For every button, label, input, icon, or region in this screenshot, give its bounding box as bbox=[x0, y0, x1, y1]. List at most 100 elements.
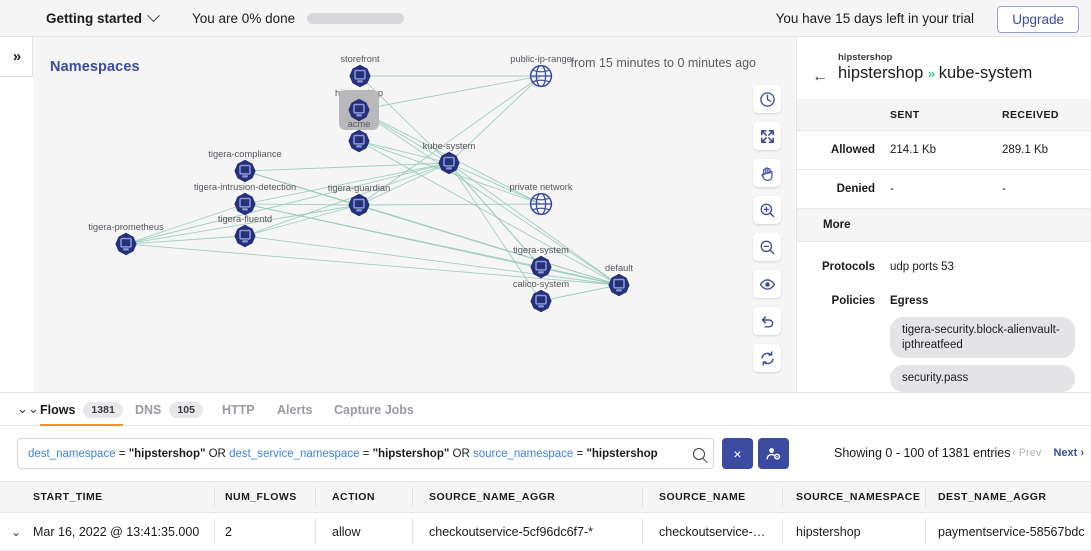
bottom-tabs[interactable]: ⌄⌄ Flows 1381 DNS 105 HTTP Alerts Capture Jobs bbox=[0, 393, 1091, 426]
undo-button[interactable] bbox=[753, 307, 781, 335]
tab-label: Flows bbox=[40, 402, 76, 417]
row-label: Allowed bbox=[830, 144, 875, 156]
graph-node-tigera-guardian[interactable] bbox=[347, 193, 371, 217]
detail-dest: kube-system bbox=[938, 64, 1033, 82]
upgrade-button[interactable]: Upgrade bbox=[997, 6, 1079, 33]
trial-notice: You have 15 days left in your trial bbox=[775, 10, 974, 26]
next-page-button[interactable]: Next › bbox=[1053, 447, 1085, 459]
eye-icon bbox=[759, 278, 775, 290]
graph-node-tigera-prometheus[interactable] bbox=[114, 232, 138, 256]
column-received: RECEIVED bbox=[1002, 108, 1059, 121]
tab-label: DNS bbox=[135, 402, 162, 417]
double-chevron-down-icon[interactable]: ⌄⌄ bbox=[17, 401, 39, 416]
flow-table-header: START_TIME NUM_FLOWS ACTION SOURCE_NAME_AGG… bbox=[0, 481, 1091, 513]
bottom-panel: ⌄⌄ Flows 1381 DNS 105 HTTP Alerts Capture Jobs… bbox=[0, 392, 1091, 551]
service-graph-panel[interactable]: Namespaces from 15 minutes to 0 minutes … bbox=[33, 37, 795, 392]
getting-started-menu[interactable]: Getting started bbox=[46, 8, 160, 26]
graph-node-hipstershop[interactable] bbox=[339, 90, 379, 130]
tab-count: 105 bbox=[169, 401, 203, 418]
showing-entries-label: Showing 0 - 100 of 1381 entries bbox=[834, 446, 1011, 460]
zoom-out-icon bbox=[760, 240, 774, 254]
pagination[interactable]: ‹ Prev Next › bbox=[1012, 447, 1084, 459]
protocols-key: Protocols bbox=[821, 261, 875, 273]
user-settings-button[interactable] bbox=[758, 438, 789, 469]
column-divider bbox=[412, 487, 413, 507]
eye-button[interactable] bbox=[753, 270, 781, 298]
tab-label: Capture Jobs bbox=[334, 402, 414, 417]
protocols-value: udp ports 53 bbox=[890, 261, 954, 273]
top-bar: Getting started You are 0% done You have… bbox=[0, 0, 1091, 37]
column-header-source-namespace[interactable]: SOURCE_NAMESPACE bbox=[796, 491, 921, 503]
tab-label: Alerts bbox=[277, 402, 313, 417]
search-icon[interactable] bbox=[693, 447, 705, 460]
prev-page-button[interactable]: ‹ Prev bbox=[1012, 447, 1042, 459]
more-section-header[interactable]: More bbox=[797, 209, 1091, 242]
graph-node-private-network[interactable] bbox=[529, 192, 553, 216]
column-header-source-name[interactable]: SOURCE_NAME bbox=[659, 491, 746, 503]
progress-bar bbox=[307, 12, 405, 24]
row-sent: - bbox=[890, 183, 894, 195]
column-divider bbox=[782, 487, 783, 507]
tab-http[interactable]: HTTP bbox=[222, 393, 255, 426]
cell-action: allow bbox=[332, 524, 361, 539]
query-token-field: dest_service_namespace bbox=[229, 447, 360, 460]
sidebar-expand-button[interactable]: » bbox=[0, 37, 33, 77]
table-row: Allowed 214.1 Kb 289.1 Kb bbox=[797, 131, 1091, 170]
column-header-num-flows[interactable]: NUM_FLOWS bbox=[225, 491, 297, 503]
column-divider bbox=[412, 518, 413, 545]
undo-icon bbox=[761, 315, 773, 327]
flow-detail-panel: hipstershop ← hipstershop » kube-system … bbox=[796, 37, 1091, 392]
column-header-dest-name-aggr[interactable]: DEST_NAME_AGGR bbox=[938, 491, 1047, 503]
graph-node-tigera-system[interactable] bbox=[529, 255, 553, 279]
graph-node-acme[interactable] bbox=[347, 129, 371, 153]
query-token-op: = bbox=[359, 447, 373, 460]
policies-key: Policies bbox=[831, 295, 875, 307]
query-token-op: = bbox=[115, 447, 129, 460]
query-token-field: dest_namespace bbox=[28, 447, 116, 460]
policy-pill-list: tigera-security.block-alienvault-ipthrea… bbox=[890, 317, 1075, 392]
tab-dns[interactable]: DNS 105 bbox=[135, 393, 203, 426]
graph-node-tigera-compliance[interactable] bbox=[233, 159, 257, 183]
back-arrow-icon[interactable]: ← bbox=[812, 68, 828, 85]
flow-direction-icon: » bbox=[927, 66, 935, 81]
expand-button[interactable] bbox=[753, 122, 781, 150]
row-received: - bbox=[1002, 183, 1006, 195]
graph-toolbar[interactable] bbox=[753, 85, 781, 372]
policy-pill[interactable]: tigera-security.block-alienvault-ipthrea… bbox=[890, 317, 1075, 359]
row-expand-icon[interactable]: ⌄ bbox=[11, 524, 22, 539]
search-input[interactable]: dest_namespace = "hipstershop" OR dest_s… bbox=[17, 438, 714, 469]
search-row: dest_namespace = "hipstershop" OR dest_s… bbox=[0, 426, 1091, 481]
cell-start-time: Mar 16, 2022 @ 13:41:35.000 bbox=[33, 524, 200, 539]
tab-flows[interactable]: Flows 1381 bbox=[40, 393, 123, 426]
detail-source: hipstershop bbox=[838, 64, 924, 82]
graph-node-tigera-intrusion-detection[interactable] bbox=[233, 192, 257, 216]
zoom-out-button[interactable] bbox=[753, 233, 781, 261]
graph-node-tigera-fluentd[interactable] bbox=[233, 224, 257, 248]
detail-eyebrow: hipstershop bbox=[838, 52, 893, 63]
column-divider bbox=[642, 518, 643, 545]
clock-button[interactable] bbox=[753, 85, 781, 113]
refresh-button[interactable] bbox=[753, 344, 781, 372]
column-divider bbox=[782, 518, 783, 545]
tab-count: 1381 bbox=[83, 401, 123, 418]
column-divider bbox=[315, 518, 316, 545]
tab-alerts[interactable]: Alerts bbox=[277, 393, 312, 426]
query-token-value: "hipstershop" bbox=[372, 447, 450, 460]
graph-node-default[interactable] bbox=[607, 273, 631, 297]
column-header-start-time[interactable]: START_TIME bbox=[33, 491, 103, 503]
graph-node-public-ip-range[interactable] bbox=[529, 64, 553, 88]
graph-node-calico-system[interactable] bbox=[529, 289, 553, 313]
policy-pill[interactable]: security.pass bbox=[890, 365, 1075, 392]
column-divider bbox=[642, 487, 643, 507]
column-header-source-name-aggr[interactable]: SOURCE_NAME_AGGR bbox=[429, 491, 556, 503]
hand-button[interactable] bbox=[753, 159, 781, 187]
column-header-action[interactable]: ACTION bbox=[332, 491, 375, 503]
zoom-in-button[interactable] bbox=[753, 196, 781, 224]
hand-icon bbox=[760, 166, 773, 181]
graph-node-storefront[interactable] bbox=[348, 64, 372, 88]
clear-search-button[interactable]: × bbox=[722, 438, 753, 469]
tab-capture-jobs[interactable]: Capture Jobs bbox=[334, 393, 414, 426]
graph-node-kube-system[interactable] bbox=[437, 151, 461, 175]
cell-source-namespace: hipstershop bbox=[796, 524, 861, 539]
